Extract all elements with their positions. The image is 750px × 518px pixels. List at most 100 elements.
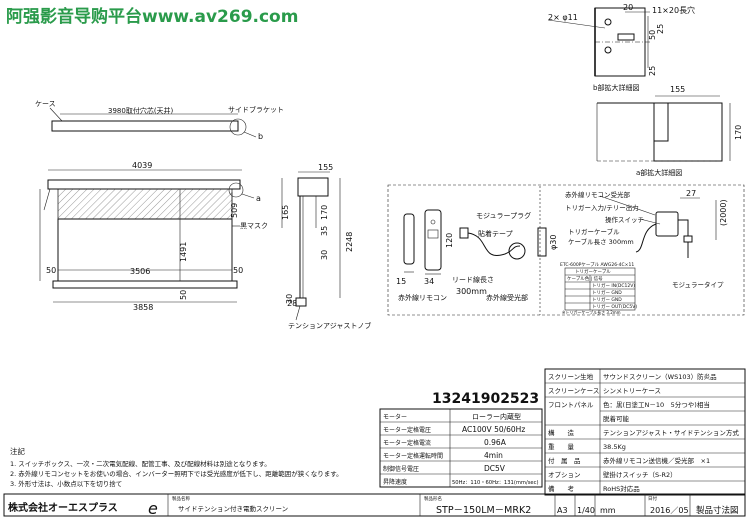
- spec-value-0: サウンドスクリーン（WS103）防炎品: [603, 372, 717, 381]
- product-name: サイドテンション付き電動スクリーン: [178, 504, 288, 513]
- front-screen-width: 3506: [130, 267, 150, 276]
- trigger-module-type: モジュラータイプ: [672, 280, 724, 289]
- phone-overlay: 13241902523: [432, 391, 539, 407]
- detail-a-height: 170: [734, 125, 743, 140]
- wiring-row-4: トリガー GND: [592, 296, 622, 303]
- plug-label: モジュラープラグ: [476, 211, 531, 220]
- side-dim-30b: 30: [285, 294, 294, 304]
- spec-label-8: 備 考: [548, 484, 575, 493]
- remote-dim-d: 34: [424, 277, 434, 286]
- trigger-dim-2000: (2000): [719, 199, 728, 226]
- spec-label-5: 重 量: [548, 443, 575, 451]
- trigger-op-switch: 操作スイッチ: [605, 215, 644, 224]
- company-logo: e: [148, 499, 158, 518]
- wiring-table-header: ETC-600Pケーブル AWG26-4C×11: [560, 261, 634, 268]
- motor-value-3: 4min: [484, 451, 503, 460]
- remote-label: 赤外線リモコン: [398, 293, 447, 302]
- spec-label-4: 構 造: [548, 428, 575, 437]
- spec-label-7: オプション: [548, 471, 581, 479]
- detail-b-slot: 11×20長穴: [652, 5, 695, 15]
- receiver-label: 赤外線受光部: [486, 293, 528, 302]
- detail-b-holes: 2× φ11: [548, 13, 578, 22]
- trigger-dim-27: 27: [686, 189, 696, 198]
- front-top-mask: [57, 188, 233, 220]
- remote-dim-w: 15: [396, 277, 406, 286]
- spec-value-5: 38.5Kg: [603, 443, 626, 451]
- detail-a-width: 155: [670, 85, 685, 94]
- wiring-row-3: トリガー GND: [592, 289, 622, 296]
- wiring-row-0: トリガーケーブル: [575, 268, 611, 275]
- trigger-panel: 赤外線リモコン受光部 トリガー入力/テリー出力 操作スイッチ トリガーケーブル …: [560, 189, 728, 315]
- motor-value-0: ローラー内蔵型: [472, 412, 521, 421]
- sheet-size: A3: [557, 506, 568, 515]
- note-2: 2. 赤外線リモコンセットをお使いの場合、インバーター照明下では受光感度が低下し…: [10, 469, 343, 478]
- unit: mm: [600, 506, 616, 515]
- front-overall-width: 4039: [132, 161, 152, 170]
- trigger-cable-len: ケーブル長さ 300mm: [568, 237, 634, 246]
- wiring-row-1: ケーブル色 | 信号: [567, 275, 603, 282]
- spec-table: スクリーン生地 サウンドスクリーン（WS103）防炎品 スクリーンケース シンメ…: [544, 368, 746, 496]
- motor-table: モーター ローラー内蔵型 モーター定格電圧 AC100V 50/60Hz モータ…: [379, 408, 543, 488]
- top-bracket-label: サイドブラケット: [228, 105, 284, 114]
- detail-b: 2× φ11 20 11×20長穴 50 25 25 b部拡大詳細図: [547, 3, 695, 92]
- motor-value-1: AC100V 50/60Hz: [462, 425, 525, 434]
- spec-value-7: 壁掛けスイッチ（S-R2）: [603, 470, 677, 479]
- remote-front: [424, 209, 442, 271]
- side-knob-label: テンションアジャストノブ: [288, 321, 371, 330]
- spec-label-6: 付 属 品: [548, 456, 581, 465]
- motor-label-1: モーター定格電圧: [383, 426, 431, 434]
- scale: 1/40: [577, 506, 595, 515]
- lead-wire-len: 300mm: [456, 287, 487, 296]
- front-bottom-width: 3858: [133, 303, 153, 312]
- top-case-label: ケース: [35, 100, 56, 108]
- motor-value-5: 50Hz：110・60Hz：131(mm/sec): [452, 480, 538, 486]
- front-left-border: 50: [46, 266, 56, 275]
- spec-value-2: 色：黒(日塗工N－10 5分つや)相当: [603, 400, 710, 409]
- note-1: 1. スイッチボックス、一次・二次電気配線、配管工事、及び配線材料は別途となりま…: [10, 459, 271, 468]
- spec-value-1: シンメトリーケース: [603, 387, 661, 395]
- top-mount-pitch: 3980取付穴芯(天井): [108, 106, 174, 115]
- detail-a-title: a部拡大詳細図: [636, 168, 682, 177]
- wiring-row-2: トリガー IN(DC12V): [592, 282, 635, 289]
- tape-label: 貼着テープ: [478, 229, 513, 238]
- wiring-row-5: トリガー OUT(DC5V): [592, 303, 637, 310]
- spec-label-1: スクリーンケース: [548, 387, 599, 395]
- receiver-sensor: [508, 242, 526, 260]
- side-dim-165: 165: [281, 205, 290, 220]
- product-name-label: 製品名称: [172, 495, 190, 502]
- front-screen-height: 1491: [179, 242, 188, 262]
- detail-b-title: b部拡大詳細図: [593, 83, 639, 92]
- note-3: 3. 外形寸法は、小数点以下を切り捨て: [10, 479, 122, 488]
- motor-label-3: モーター定格運転時間: [383, 452, 443, 460]
- detail-b-dim-50: 50: [648, 30, 657, 40]
- top-view: 3980取付穴芯(天井) ケース サイドブラケット b: [35, 100, 284, 141]
- trigger-io: トリガー入力/テリー出力: [565, 203, 639, 212]
- remote-dim-h: 120: [445, 233, 454, 248]
- watermark-text: 阿强影音导购平台www.av269.com: [6, 6, 298, 27]
- receiver-phi: φ30: [549, 235, 558, 250]
- date-label: 日付: [648, 495, 657, 502]
- detail-b-dim-25b: 25: [648, 66, 657, 76]
- top-callout-b: b: [258, 132, 263, 141]
- front-top-mask-dim: 509: [230, 203, 239, 218]
- side-dim-28: 28: [287, 299, 297, 308]
- motor-label-4: 制御信号電圧: [383, 465, 419, 473]
- model-number: STP－150LM－MRK2: [436, 505, 531, 516]
- title-block: 株式会社オーエスプラス e 製品名称 サイドテンション付き電動スクリーン 製品形…: [3, 493, 746, 518]
- front-case: [47, 179, 241, 190]
- side-top-width: 155: [318, 163, 333, 172]
- detail-b-dim-25a: 25: [656, 24, 665, 34]
- document-type: 製品寸法図: [696, 505, 739, 516]
- model-label: 製品形名: [424, 495, 442, 502]
- side-dim-35: 35: [320, 226, 329, 236]
- motor-label-2: モーター定格電流: [383, 439, 431, 447]
- spec-value-6: 赤外線リモコン送信機／受光部 ×1: [603, 456, 710, 465]
- detail-a: 155 170 a部拡大詳細図: [596, 85, 743, 177]
- wiring-note: ※トリガーケーブル長さ 3.2mm: [562, 309, 621, 315]
- spec-label-0: スクリーン生地: [548, 372, 594, 381]
- drawing-date: 2016／05: [650, 506, 689, 515]
- motor-value-2: 0.96A: [484, 438, 507, 447]
- trigger-receiver-port: 赤外線リモコン受光部: [565, 190, 631, 199]
